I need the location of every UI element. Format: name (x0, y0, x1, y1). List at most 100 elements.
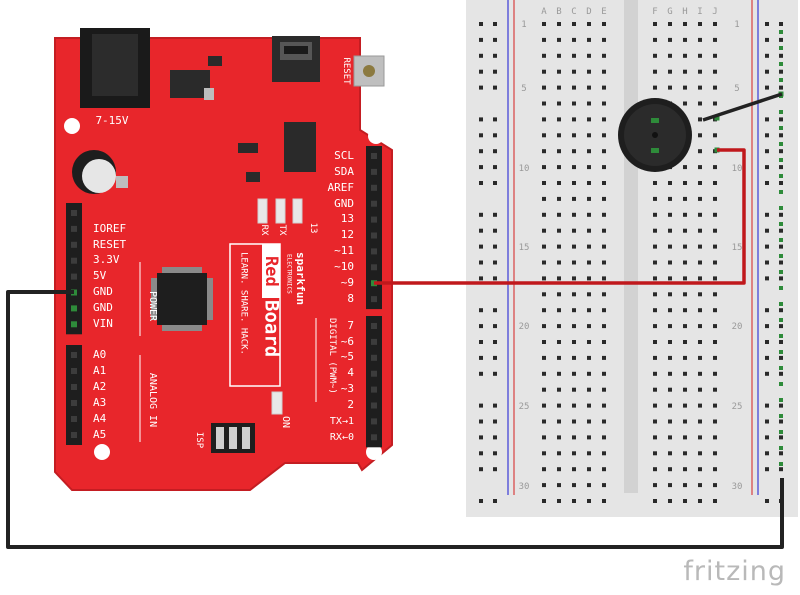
breadboard-hole (698, 228, 702, 233)
rail-hole (779, 22, 783, 26)
header-pin[interactable] (371, 434, 377, 441)
smd-component (238, 143, 258, 153)
rail-hole (493, 340, 497, 344)
header-pin[interactable] (71, 400, 77, 406)
header-pin[interactable] (71, 241, 77, 248)
pin-label: A5 (93, 428, 106, 441)
connected-rail-hole (779, 334, 783, 338)
breadboard-hole (542, 85, 546, 90)
breadboard-hole (602, 387, 606, 392)
breadboard-hole (653, 260, 657, 265)
breadboard-hole (668, 371, 672, 376)
breadboard-hole (668, 244, 672, 249)
breadboard-hole (713, 228, 717, 233)
header-pin[interactable] (371, 418, 377, 425)
breadboard-hole (653, 212, 657, 217)
header-pin[interactable] (371, 402, 377, 409)
connected-rail-hole (779, 398, 783, 402)
header-pin[interactable] (71, 416, 77, 422)
breadboard-hole (698, 133, 702, 138)
breadboard-hole (668, 308, 672, 313)
row-number: 20 (732, 322, 743, 332)
breadboard-hole (653, 371, 657, 376)
column-letter: E (601, 7, 606, 17)
breadboard-hole (572, 467, 576, 472)
breadboard-hole (542, 276, 546, 281)
connected-rail-hole (779, 318, 783, 322)
breadboard-hole (557, 117, 561, 122)
analog-pin-labels: A0 A1 A2 A3 A4 A5 (93, 348, 107, 441)
ground-wire (6, 290, 784, 549)
breadboard-hole (572, 435, 576, 440)
breadboard-hole (587, 244, 591, 249)
breadboard-hole (572, 149, 576, 154)
rail-hole (493, 403, 497, 408)
header-pin[interactable] (71, 321, 77, 328)
header-pin[interactable] (371, 264, 377, 271)
breadboard-hole (557, 133, 561, 138)
rail-hole (493, 69, 497, 74)
breadboard-hole (572, 22, 576, 26)
header-pin[interactable] (371, 153, 377, 159)
header-pin[interactable] (371, 168, 377, 175)
header-pin[interactable] (371, 370, 377, 377)
isp-label: ISP (194, 432, 204, 449)
header-pin[interactable] (71, 305, 77, 312)
header-pin[interactable] (371, 338, 377, 345)
breadboard-hole (683, 53, 687, 58)
rail-hole (779, 149, 783, 154)
rail-hole (493, 276, 497, 281)
rail-hole (779, 228, 783, 233)
header-pin[interactable] (71, 225, 77, 232)
connected-rail-hole (779, 270, 783, 274)
breadboard-hole (698, 69, 702, 74)
rail-hole (779, 308, 783, 313)
pin-label: ~3 (341, 382, 354, 395)
header-pin[interactable] (71, 384, 77, 390)
breadboard-hole (572, 499, 576, 503)
breadboard-hole (557, 467, 561, 472)
breadboard-hole (602, 22, 606, 26)
breadboard-hole (557, 292, 561, 297)
header-pin[interactable] (71, 210, 77, 216)
status-leds (257, 198, 303, 224)
pin-label: 5V (93, 269, 107, 282)
header-pin[interactable] (371, 200, 377, 207)
header-pin[interactable] (71, 368, 77, 374)
breadboard-hole (542, 149, 546, 154)
header-pin[interactable] (371, 296, 377, 303)
breadboard-hole (653, 419, 657, 424)
breadboard-hole (542, 451, 546, 456)
connected-rail-hole (779, 78, 783, 82)
header-pin[interactable] (371, 386, 377, 393)
header-pin[interactable] (371, 232, 377, 239)
breadboard-hole (713, 212, 717, 217)
breadboard-hole (542, 37, 546, 42)
header-pin[interactable] (371, 248, 377, 255)
header-pin[interactable] (71, 432, 77, 438)
breadboard-hole (683, 355, 687, 360)
reset-button[interactable] (353, 55, 385, 87)
pin-label: RESET (93, 238, 126, 251)
rail-hole (493, 451, 497, 456)
breadboard-hole (542, 387, 546, 392)
header-pin[interactable] (71, 273, 77, 280)
header-pin[interactable] (371, 354, 377, 361)
rail-hole (479, 181, 483, 185)
breadboard-hole (698, 260, 702, 265)
breadboard-hole (653, 355, 657, 360)
row-number: 30 (519, 482, 530, 492)
header-pin[interactable] (371, 216, 377, 223)
rail-hole (493, 499, 497, 503)
header-pin[interactable] (371, 323, 377, 329)
rail-hole (493, 53, 497, 58)
tx-led-label: TX (277, 225, 287, 236)
rail-hole (479, 499, 483, 503)
breadboard-hole (602, 467, 606, 472)
header-pin[interactable] (71, 257, 77, 264)
header-pin[interactable] (71, 352, 77, 358)
breadboard-hole (587, 435, 591, 440)
breadboard-hole (668, 260, 672, 265)
header-pin[interactable] (371, 184, 377, 191)
rail-hole (493, 308, 497, 313)
